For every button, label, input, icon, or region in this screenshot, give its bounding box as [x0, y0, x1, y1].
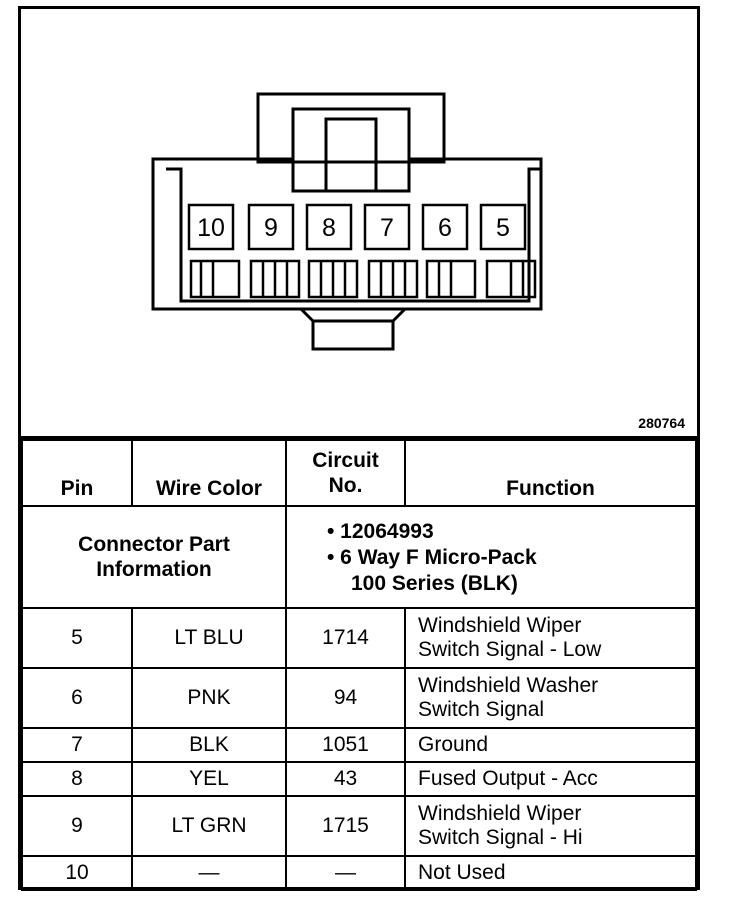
connector-series: 100 Series (BLK) — [351, 572, 518, 595]
connector-type: • 6 Way F Micro-Pack — [327, 546, 537, 569]
wire-color-cell: — — [131, 855, 287, 891]
part-info-label: Connector Part Information — [21, 505, 287, 609]
wire-color-cell: PNK — [131, 667, 287, 729]
reference-code: 280764 — [638, 415, 685, 431]
table-row: 10 — — Not Used — [21, 855, 697, 891]
circuit-cell: — — [285, 855, 406, 891]
cavity-box-8 — [305, 203, 353, 251]
cavity-box-10 — [187, 203, 235, 251]
function-cell: Fused Output - Acc — [404, 761, 697, 797]
header-wire-color: Wire Color — [131, 439, 287, 507]
wire-color-cell: LT BLU — [131, 607, 287, 669]
circuit-cell: 1051 — [285, 727, 406, 763]
circuit-cell: 94 — [285, 667, 406, 729]
circuit-cell: 1715 — [285, 795, 406, 857]
table-row: 7 BLK 1051 Ground — [21, 727, 697, 763]
wire-color-cell: LT GRN — [131, 795, 287, 857]
wire-color-cell: YEL — [131, 761, 287, 797]
pin-cell: 10 — [21, 855, 133, 891]
cavity-number-9: 9 — [264, 214, 278, 242]
header-function: Function — [404, 439, 697, 507]
table-row: 9 LT GRN 1715 Windshield Wiper Switch Si… — [21, 795, 697, 857]
pin-cell: 9 — [21, 795, 133, 857]
wire-color-cell: BLK — [131, 727, 287, 763]
cavity-box-6 — [421, 203, 469, 251]
table-header: Pin Wire Color Circuit No. Function — [21, 439, 697, 507]
header-circuit: Circuit No. — [285, 439, 406, 507]
cavity-number-7: 7 — [380, 214, 394, 242]
latch-inner — [291, 107, 411, 193]
cavity-box-7 — [363, 203, 411, 251]
part-number: • 12064993 — [327, 520, 434, 543]
table-row: 6 PNK 94 Windshield Washer Switch Signal — [21, 667, 697, 729]
connector-diagram: 10 9 8 7 6 5 280764 — [21, 9, 697, 439]
pin-cell: 7 — [21, 727, 133, 763]
pinout-table: Connector Part Information • 12064993 • … — [21, 439, 697, 891]
circuit-cell: 1714 — [285, 607, 406, 669]
cavity-number-10: 10 — [197, 214, 225, 242]
latch-center — [324, 117, 378, 193]
cavity-box-9 — [247, 203, 295, 251]
part-info-row: Connector Part Information • 12064993 • … — [21, 505, 697, 609]
connector-body-inner — [166, 167, 541, 303]
latch-outer — [256, 92, 446, 164]
table-row: 5 LT BLU 1714 Windshield Wiper Switch Si… — [21, 607, 697, 669]
connector-body-outer — [151, 157, 543, 311]
cavity-number-6: 6 — [438, 214, 452, 242]
part-info-details: • 12064993 • 6 Way F Micro-Pack 100 Seri… — [285, 505, 697, 609]
terminal-slots — [189, 259, 537, 299]
table-row: 8 YEL 43 Fused Output - Acc — [21, 761, 697, 797]
cavity-labels — [187, 203, 527, 251]
pin-cell: 6 — [21, 667, 133, 729]
function-cell: Windshield Wiper Switch Signal - Hi — [404, 795, 697, 857]
bottom-key — [311, 319, 395, 351]
function-cell: Windshield Washer Switch Signal — [404, 667, 697, 729]
cavity-box-5 — [479, 203, 527, 251]
function-cell: Ground — [404, 727, 697, 763]
function-cell: Not Used — [404, 855, 697, 891]
cavity-number-8: 8 — [322, 214, 336, 242]
cavity-number-5: 5 — [496, 214, 510, 242]
connector-sheet: 10 9 8 7 6 5 280764 Connector Part Infor… — [18, 6, 700, 891]
circuit-cell: 43 — [285, 761, 406, 797]
pin-cell: 8 — [21, 761, 133, 797]
header-pin: Pin — [21, 439, 133, 507]
function-cell: Windshield Wiper Switch Signal - Low — [404, 607, 697, 669]
pin-cell: 5 — [21, 607, 133, 669]
connector-face-drawing: 10 9 8 7 6 5 — [151, 92, 543, 351]
